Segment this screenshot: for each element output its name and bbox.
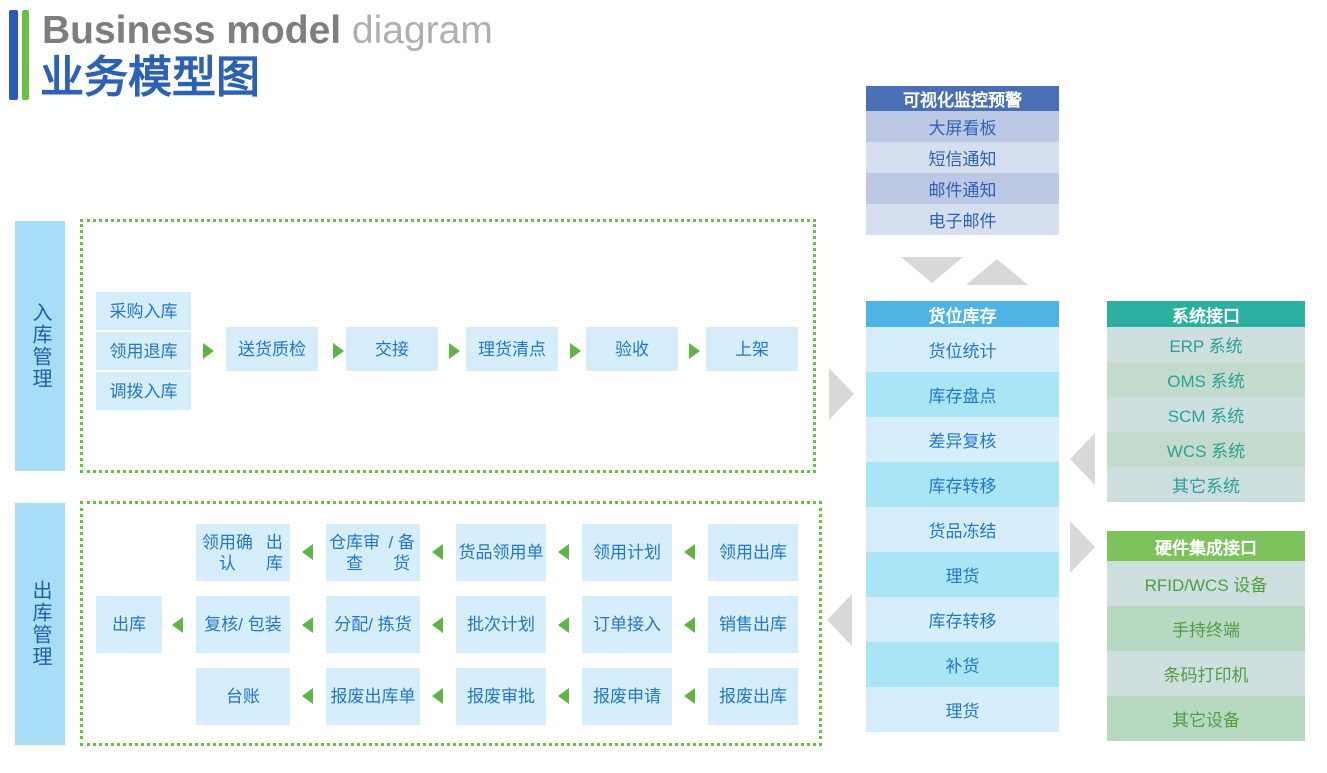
inbound-source-box-3[interactable]: 调拨入库 [96,372,191,410]
outbound-cell-r2c5[interactable]: 销售出库 [708,596,798,653]
outbound-cell-r1c3[interactable]: 货品领用单 [456,524,546,581]
inbound-section-label-text: 入库管理 [29,302,51,390]
system-interface-row-1[interactable]: ERP 系统 [1107,327,1305,362]
arrow-left-icon [302,544,313,560]
outbound-terminal-box[interactable]: 出库 [96,596,162,653]
chevron-up-icon [966,259,1028,285]
arrow-left-icon [432,617,443,633]
inventory-panel-row-3[interactable]: 差异复核 [866,417,1059,462]
arrow-left-icon [172,617,183,633]
monitoring-panel: 可视化监控预警 大屏看板 短信通知 邮件通知 电子邮件 [866,86,1059,235]
system-interface-panel: 系统接口 ERP 系统 OMS 系统 SCM 系统 WCS 系统 其它系统 [1107,301,1305,502]
arrow-left-icon [684,544,695,560]
inventory-panel-row-6[interactable]: 理货 [866,552,1059,597]
inventory-panel-row-9[interactable]: 理货 [866,687,1059,732]
arrow-left-icon [302,617,313,633]
arrow-left-icon [432,544,443,560]
outbound-cell-r3c2[interactable]: 报废出库单 [326,668,420,725]
outbound-cell-r3c3[interactable]: 报废审批 [456,668,546,725]
arrow-left-icon [432,688,443,704]
outbound-cell-r1c1[interactable]: 领用确认出库 [196,524,290,581]
outbound-cell-r1c5[interactable]: 领用出库 [708,524,798,581]
chevron-down-icon [901,257,963,283]
inventory-panel-row-4[interactable]: 库存转移 [866,462,1059,507]
connector-arrow-right-icon [1070,521,1095,573]
inventory-panel-row-7[interactable]: 库存转移 [866,597,1059,642]
arrow-right-icon [449,343,460,359]
outbound-cell-r3c4[interactable]: 报废申请 [582,668,672,725]
outbound-cell-r2c1[interactable]: 复核/ 包装 [196,596,290,653]
outbound-cell-r1c2[interactable]: 仓库审查/ 备货 [326,524,420,581]
hardware-interface-panel-header: 硬件集成接口 [1107,531,1305,561]
monitoring-panel-header: 可视化监控预警 [866,86,1059,111]
title-english-bold: Business model [42,9,342,52]
outbound-cell-r2c4[interactable]: 订单接入 [582,596,672,653]
title-english-light: diagram [341,9,493,52]
inbound-source-box-2[interactable]: 领用退库 [96,332,191,370]
inventory-panel-row-1[interactable]: 货位统计 [866,327,1059,372]
outbound-cell-r2c2[interactable]: 分配/ 拣货 [326,596,420,653]
inbound-flow-region [80,219,816,473]
inbound-step-2[interactable]: 交接 [346,327,438,371]
outbound-section-label-text: 出库管理 [29,580,51,668]
hardware-interface-panel: 硬件集成接口 RFID/WCS 设备 手持终端 条码打印机 其它设备 [1107,531,1305,741]
arrow-left-icon [684,688,695,704]
title-accent-bar-green [22,10,29,100]
arrow-left-icon [558,688,569,704]
hardware-interface-row-3[interactable]: 条码打印机 [1107,651,1305,696]
outbound-cell-r3c5[interactable]: 报废出库 [708,668,798,725]
hardware-interface-row-1[interactable]: RFID/WCS 设备 [1107,561,1305,606]
system-interface-row-3[interactable]: SCM 系统 [1107,397,1305,432]
inbound-step-3[interactable]: 理货清点 [466,327,558,371]
outbound-flow-region [80,501,822,746]
system-interface-row-2[interactable]: OMS 系统 [1107,362,1305,397]
inventory-panel: 货位库存 货位统计 库存盘点 差异复核 库存转移 货品冻结 理货 库存转移 补货… [866,301,1059,732]
connector-arrow-left-icon [1070,433,1095,485]
inventory-panel-row-8[interactable]: 补货 [866,642,1059,687]
outbound-section-label: 出库管理 [15,503,65,745]
inbound-step-4[interactable]: 验收 [586,327,678,371]
system-interface-panel-header: 系统接口 [1107,301,1305,327]
system-interface-row-4[interactable]: WCS 系统 [1107,432,1305,467]
connector-arrow-left-icon [827,594,852,646]
title-accent-bars [9,10,31,100]
inventory-panel-row-2[interactable]: 库存盘点 [866,372,1059,417]
monitoring-panel-row-3[interactable]: 邮件通知 [866,173,1059,204]
inbound-step-1[interactable]: 送货质检 [226,327,318,371]
arrow-right-icon [689,343,700,359]
monitoring-panel-row-1[interactable]: 大屏看板 [866,111,1059,142]
arrow-left-icon [558,544,569,560]
monitoring-panel-row-2[interactable]: 短信通知 [866,142,1059,173]
inventory-panel-row-5[interactable]: 货品冻结 [866,507,1059,552]
hardware-interface-row-2[interactable]: 手持终端 [1107,606,1305,651]
arrow-right-icon [203,343,214,359]
inbound-section-label: 入库管理 [15,221,65,471]
arrow-right-icon [570,343,581,359]
monitoring-panel-row-4[interactable]: 电子邮件 [866,204,1059,235]
title-accent-bar-blue [9,10,18,100]
inbound-step-5[interactable]: 上架 [706,327,798,371]
connector-arrow-right-icon [829,368,854,420]
outbound-cell-r1c4[interactable]: 领用计划 [582,524,672,581]
system-interface-row-5[interactable]: 其它系统 [1107,467,1305,502]
hardware-interface-row-4[interactable]: 其它设备 [1107,696,1305,741]
arrow-left-icon [558,617,569,633]
inbound-source-box-1[interactable]: 采购入库 [96,292,191,330]
arrow-right-icon [333,343,344,359]
inventory-panel-header: 货位库存 [866,301,1059,327]
outbound-cell-r2c3[interactable]: 批次计划 [456,596,546,653]
title-english: Business model diagram [42,8,493,54]
arrow-left-icon [684,617,695,633]
title-chinese: 业务模型图 [40,53,260,102]
arrow-left-icon [302,688,313,704]
outbound-cell-r3c1[interactable]: 台账 [196,668,290,725]
